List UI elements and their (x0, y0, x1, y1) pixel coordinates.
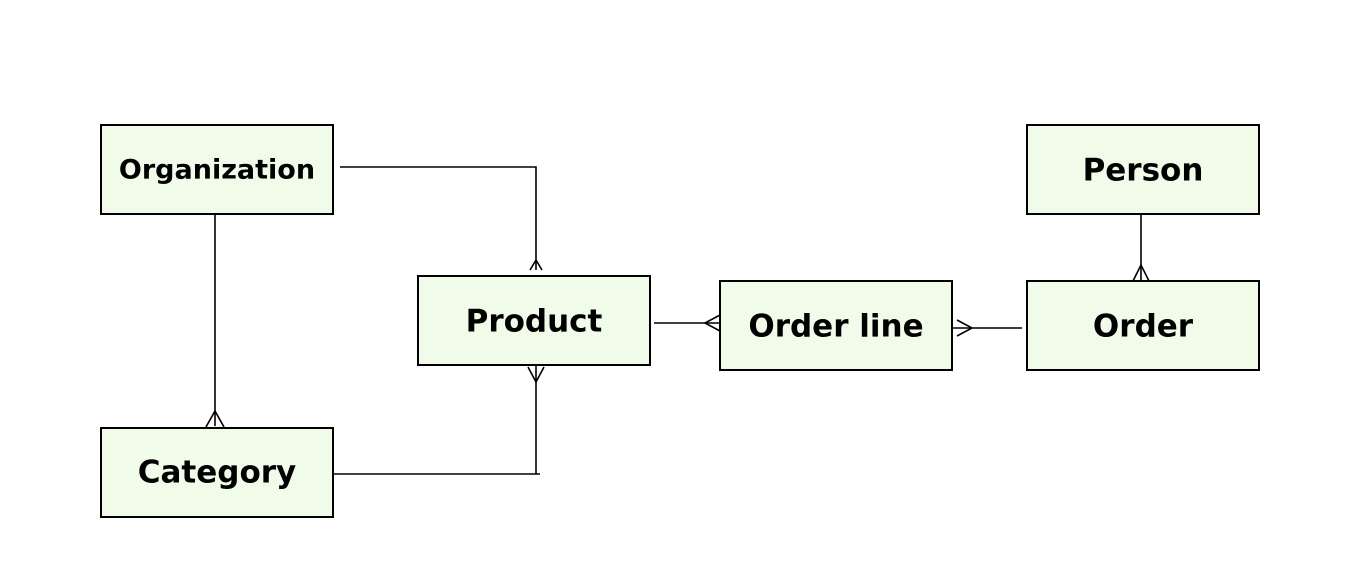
entity-label-category: Category (138, 455, 297, 491)
connector-category-product (334, 366, 545, 475)
entity-box (417, 275, 651, 366)
connector-order-orderline (953, 319, 1022, 337)
connector-organization-category (205, 215, 225, 428)
entity-box (1026, 124, 1260, 215)
entity-label-person: Person (1083, 153, 1204, 189)
connector-organization-product (340, 166, 543, 271)
entity-box (1026, 280, 1260, 371)
entity-organization: Organization (100, 124, 334, 215)
entity-label-order: Order (1093, 309, 1194, 345)
entity-category: Category (100, 427, 334, 518)
connectors (205, 166, 1150, 475)
entity-box (100, 124, 334, 215)
entity-box (100, 427, 334, 518)
entity-order: Order (1026, 280, 1260, 371)
entity-label-product: Product (466, 304, 603, 340)
entity-label-organization: Organization (119, 155, 315, 186)
connector-person-order (1132, 215, 1150, 282)
entity-product: Product (417, 275, 651, 366)
entity-person: Person (1026, 124, 1260, 215)
connector-product-orderline (654, 314, 721, 332)
entity-box (719, 280, 953, 371)
entity-order-line: Order line (719, 280, 953, 371)
entity-label-order-line: Order line (748, 309, 923, 345)
